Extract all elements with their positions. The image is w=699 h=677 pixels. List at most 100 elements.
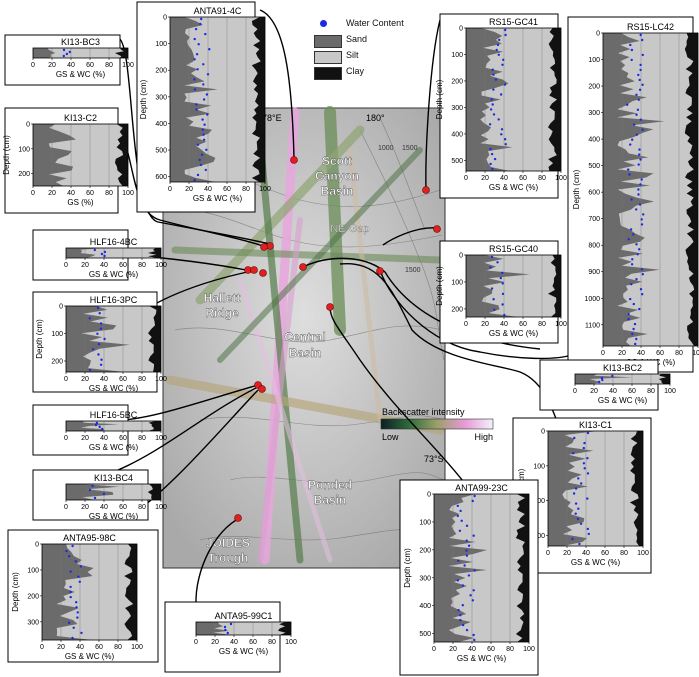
x-tick-label: 20 <box>81 376 89 383</box>
core-title: HLF16-5BC <box>90 410 138 420</box>
y-tick-label: 400 <box>419 603 431 610</box>
water-content-point <box>495 48 498 52</box>
water-content-point <box>630 58 633 62</box>
water-content-point <box>639 33 642 37</box>
y-tick-label: 0 <box>26 122 30 129</box>
y-tick-label: 0 <box>163 15 167 22</box>
water-content-point <box>629 297 632 301</box>
core-title: HLF16-4BC <box>90 237 138 247</box>
y-tick-label: 100 <box>451 52 463 59</box>
y-tick-label: 300 <box>155 94 167 101</box>
x-tick-label: 80 <box>242 186 250 193</box>
water-content-point <box>196 68 199 71</box>
svg-text:Ridge: Ridge <box>205 306 239 320</box>
water-content-point <box>96 332 99 335</box>
water-content-point <box>499 93 503 96</box>
water-content-point <box>62 48 66 52</box>
water-content-point <box>579 522 583 525</box>
water-content-point <box>641 53 644 57</box>
water-content-point <box>600 376 604 380</box>
x-tick-label: 80 <box>138 504 146 511</box>
water-content-point <box>206 73 210 76</box>
water-content-point <box>491 167 494 171</box>
x-tick-label: 20 <box>590 388 598 395</box>
clay-swatch <box>314 67 342 80</box>
y-tick-label: 0 <box>459 253 463 260</box>
x-axis-label: GS & WC (%) <box>219 647 269 656</box>
water-content-point <box>638 153 641 156</box>
water-content-point <box>497 118 500 121</box>
clay-profile <box>548 255 561 317</box>
silt-area <box>66 421 161 431</box>
water-content-point <box>194 27 198 31</box>
clay-profile <box>684 33 698 346</box>
water-content-point <box>640 218 643 221</box>
x-axis-label: GS & WC (%) <box>489 329 539 338</box>
plot-frame <box>41 543 138 641</box>
y-axis-label: Depth (cm) <box>435 79 444 119</box>
y-axis-label: Depth (cm) <box>11 572 20 612</box>
water-content-point <box>641 83 644 87</box>
water-content-point <box>93 248 97 252</box>
clay-profile <box>124 544 137 640</box>
sand-profile <box>603 33 665 346</box>
y-axis-label: Depth (cm) <box>572 169 581 209</box>
water-content-point <box>497 53 500 56</box>
y-axis-label: Depth (cm) <box>35 319 44 359</box>
water-content-point <box>458 529 462 532</box>
x-axis-label: GS & WC (%) <box>89 443 139 452</box>
plot-frame <box>169 16 266 183</box>
clay-profile <box>147 484 161 500</box>
water-content-point <box>71 636 74 640</box>
y-tick-label: 1000 <box>584 296 600 303</box>
water-content-point <box>208 48 211 51</box>
water-content-point <box>74 560 78 563</box>
x-tick-label: 60 <box>86 190 94 197</box>
x-axis-label: GS & WC (%) <box>89 270 139 279</box>
y-tick-label: 500 <box>155 148 167 155</box>
x-tick-label: 40 <box>100 262 108 269</box>
water-content-point <box>201 128 205 131</box>
water-content-point <box>97 343 101 346</box>
water-content-point <box>98 312 101 315</box>
water-content-point <box>498 38 501 42</box>
core-title: KI13-BC3 <box>61 37 100 47</box>
backscatter-colorbar: Backscatter intensity Low High <box>380 407 494 442</box>
water-content-point <box>204 168 207 172</box>
water-content-point <box>629 43 632 47</box>
water-content-point <box>503 313 506 317</box>
water-content-point <box>202 138 206 141</box>
y-tick-label: 0 <box>59 304 63 311</box>
water-content-point <box>632 302 635 306</box>
water-content-point <box>457 559 460 562</box>
plot-frame <box>433 493 530 643</box>
plot-frame <box>602 32 699 347</box>
water-content-point <box>206 113 209 116</box>
water-content-point <box>572 452 575 455</box>
water-content-point <box>597 380 601 384</box>
water-content-point <box>503 138 507 141</box>
x-tick-label: 40 <box>100 435 108 442</box>
water-content-point <box>489 147 492 151</box>
water-content-point <box>193 78 196 81</box>
water-content-point <box>205 93 209 96</box>
y-tick-label: 100 <box>451 279 463 286</box>
water-content-point <box>223 625 227 629</box>
y-tick-label: 300 <box>27 619 39 626</box>
water-content-point <box>629 228 633 231</box>
x-tick-label: 0 <box>31 62 35 69</box>
water-content-point <box>641 293 644 296</box>
x-tick-label: 100 <box>155 504 167 511</box>
x-axis-label: GS & WC (%) <box>65 652 115 661</box>
water-content-point <box>68 555 71 558</box>
water-content-point <box>627 317 630 321</box>
clay-profile <box>658 374 670 384</box>
x-tick-label: 80 <box>506 646 514 653</box>
x-axis-label: GS & WC (%) <box>457 654 507 663</box>
svg-text:Basin: Basin <box>289 346 322 360</box>
water-content-point <box>504 143 507 146</box>
x-tick-label: 0 <box>546 550 550 557</box>
water-content-point <box>631 332 634 336</box>
legend-label: Water Content <box>346 18 404 28</box>
